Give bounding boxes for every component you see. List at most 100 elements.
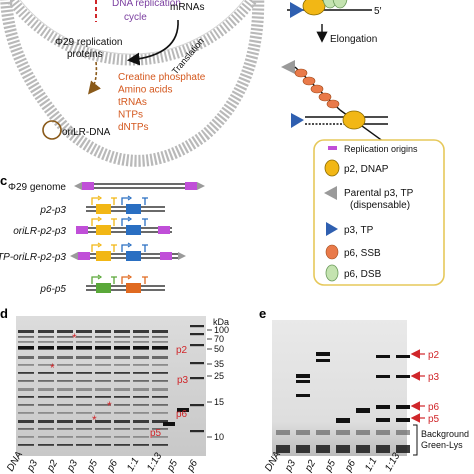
gel-band — [76, 380, 92, 382]
gel-band — [18, 444, 34, 446]
gel-band — [95, 372, 111, 374]
gel-band — [152, 336, 168, 338]
gel-band — [133, 356, 149, 359]
gel-band — [38, 396, 54, 398]
gel-band — [152, 356, 168, 359]
gel-band — [133, 396, 149, 398]
gel-band — [114, 388, 130, 391]
gel-band — [38, 336, 54, 338]
gel-band — [152, 412, 168, 414]
dna-replication-cycle-label: DNA replication cycle — [112, 0, 184, 23]
promoter-arrow — [121, 197, 129, 205]
gel-band — [95, 380, 111, 382]
legend-box: Replication origins p2, DNAP Parental p3… — [313, 139, 445, 286]
gel-band — [133, 404, 149, 406]
gel-band — [57, 336, 73, 338]
gel-band — [38, 341, 54, 343]
construct-label: oriLR-p2-p3 — [13, 226, 66, 237]
binding-arrow — [88, 61, 101, 95]
terminator — [142, 244, 148, 252]
gene-box — [126, 225, 141, 235]
gel-band — [114, 412, 130, 414]
gel-band — [95, 364, 111, 366]
construct-label: Φ29 genome — [8, 182, 66, 193]
gel-band — [376, 418, 390, 422]
gel-d — [16, 316, 206, 456]
ssb-legend-icon — [325, 244, 339, 260]
liposome-membrane — [7, 0, 257, 66]
terminator — [142, 218, 148, 226]
gel-band — [114, 364, 130, 366]
gel-band — [376, 405, 390, 409]
marker-label: 15 — [214, 397, 224, 407]
gel-band — [76, 412, 92, 414]
gel-band — [133, 330, 149, 333]
gel-e-bands — [276, 352, 410, 453]
gel-band — [396, 418, 410, 422]
gel-band — [38, 428, 54, 430]
gel-band — [95, 412, 111, 414]
marker-label: 70 — [214, 334, 224, 344]
gel-band — [18, 330, 34, 333]
band-label: p5 — [150, 428, 162, 439]
gel-band — [95, 436, 111, 438]
gel-band — [76, 444, 92, 446]
construct-label: p2-p3 — [39, 205, 66, 216]
gel-band — [38, 380, 54, 382]
gel-band — [152, 388, 168, 391]
legend-p3: p3, TP — [344, 225, 374, 236]
gel-band — [316, 359, 330, 362]
elongation-label: Elongation — [330, 34, 377, 45]
gel-band — [18, 341, 34, 343]
orilr-dna-label: oriLR-DNA — [62, 127, 111, 138]
panel-d-letter: d — [0, 306, 8, 321]
lane-label: 1:1 — [125, 456, 141, 474]
gel-band — [152, 436, 168, 438]
gel-band — [18, 336, 34, 338]
marker-band — [190, 430, 204, 433]
gel-band — [57, 364, 73, 366]
gel-band — [133, 380, 149, 382]
band-label: p6 — [176, 409, 188, 420]
gel-band — [57, 420, 73, 423]
gel-band — [95, 388, 111, 391]
marker-label: 25 — [214, 371, 224, 381]
gel-band — [57, 444, 73, 446]
gel-band — [133, 388, 149, 391]
gel-band — [114, 404, 130, 406]
promoter-arrow — [91, 276, 99, 284]
gel-band — [76, 420, 92, 423]
band-highlight: * — [72, 331, 77, 345]
marker-band — [190, 325, 204, 328]
gel-band — [152, 364, 168, 366]
gel-band — [76, 404, 92, 406]
marker-band — [190, 377, 204, 380]
gel-band — [38, 412, 54, 414]
p2-legend-icon — [324, 159, 340, 177]
gel-band — [296, 374, 310, 378]
gel-band — [38, 356, 54, 359]
gel-band — [114, 444, 130, 446]
dna-replication-line-1: DNA replication — [112, 0, 181, 9]
terminator — [142, 276, 148, 284]
promoter-arrow — [91, 244, 99, 252]
phi29-proteins-label: Φ29 replication proteins — [55, 37, 125, 60]
gel-band — [152, 330, 168, 333]
gel-band — [95, 356, 111, 359]
gel-band — [356, 408, 370, 413]
lane-label: p6 — [185, 458, 201, 474]
lane-label: 1:1 — [363, 456, 379, 474]
arrow-label: p3 — [428, 372, 440, 383]
promoter-arrow — [91, 218, 99, 226]
lane-label: p5 — [85, 458, 101, 474]
gel-band — [396, 405, 410, 409]
lane-label: p3 — [65, 458, 81, 474]
gel-band — [95, 396, 111, 398]
gel-band — [95, 336, 111, 338]
ssb-3 — [310, 84, 324, 94]
